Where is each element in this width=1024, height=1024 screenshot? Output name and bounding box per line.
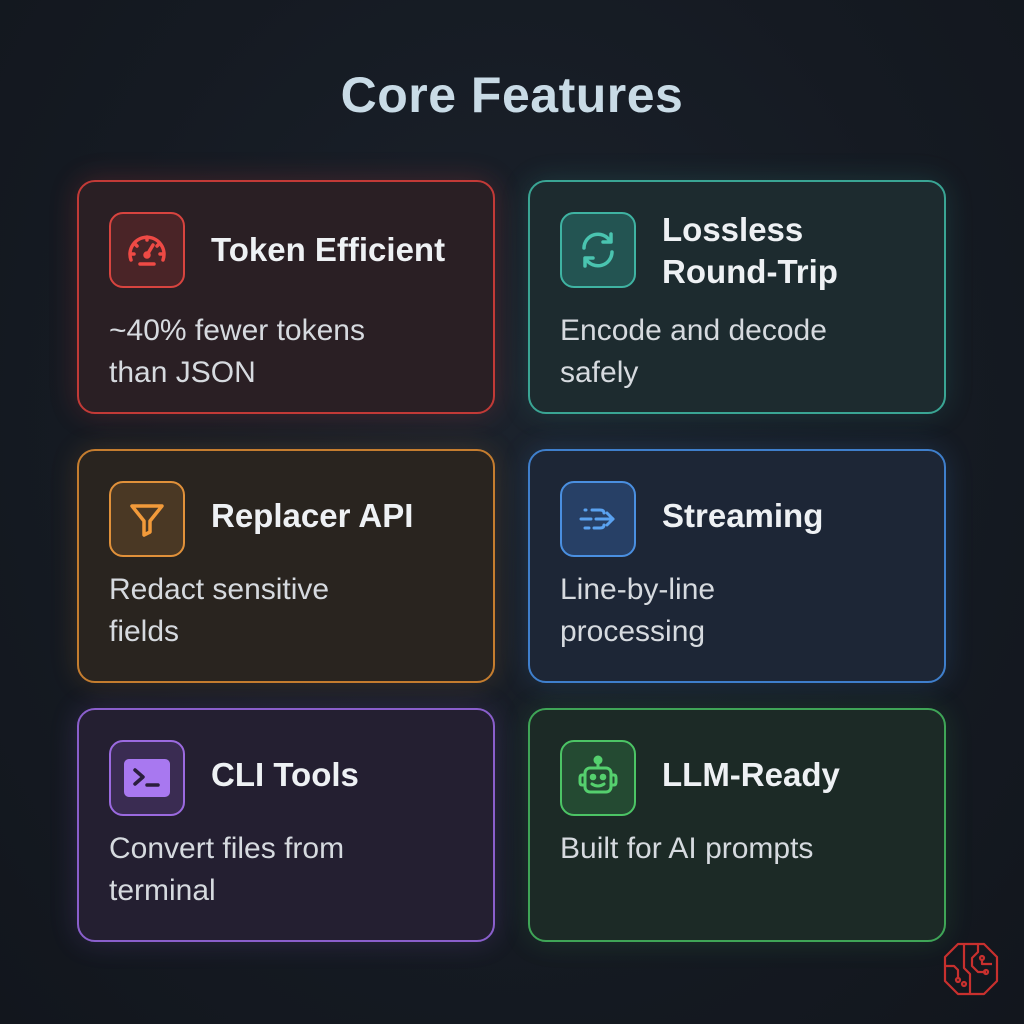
desc-line: Built for AI prompts <box>560 832 814 865</box>
title-line: Lossless <box>662 211 804 248</box>
feature-card-llm-ready: LLM-Ready Built for AI prompts <box>528 708 946 942</box>
feature-card-replacer-api: Replacer API Redact sensitive fields <box>77 449 495 683</box>
desc-line: Encode and decode <box>560 314 827 347</box>
card-title: Token Efficient <box>211 231 446 268</box>
card-title: LLM-Ready <box>662 756 840 793</box>
feature-card-streaming: Streaming Line-by-line processing <box>528 449 946 683</box>
desc-line: processing <box>560 615 706 648</box>
circuit-brain-logo-icon <box>940 938 1002 1000</box>
card-description: Line-by-line processing <box>560 569 930 653</box>
page-title: Core Features <box>340 67 684 123</box>
card-title: CLI Tools <box>211 756 359 793</box>
card-title: Replacer API <box>211 497 414 534</box>
feature-card-cli-tools: CLI Tools Convert files from terminal <box>77 708 495 942</box>
refresh-icon <box>560 212 636 288</box>
title-line: Round-Trip <box>662 253 838 290</box>
feature-card-lossless-round-trip: Lossless Round-Trip Encode and decode sa… <box>528 180 946 414</box>
speedometer-icon <box>109 212 185 288</box>
robot-icon <box>560 740 636 816</box>
desc-line: than JSON <box>109 356 256 389</box>
desc-line: Redact sensitive <box>109 573 330 606</box>
desc-line: fields <box>109 615 180 648</box>
card-title: Lossless Round-Trip <box>662 209 838 293</box>
terminal-icon <box>109 740 185 816</box>
desc-line: Convert files from <box>109 832 345 865</box>
stream-arrow-icon <box>560 481 636 557</box>
card-description: Built for AI prompts <box>560 828 930 870</box>
desc-line: safely <box>560 356 639 389</box>
desc-line: ~40% fewer tokens <box>109 314 365 347</box>
desc-line: Line-by-line <box>560 573 716 606</box>
card-description: Encode and decode safely <box>560 310 930 394</box>
filter-icon <box>109 481 185 557</box>
desc-line: terminal <box>109 874 216 907</box>
card-description: ~40% fewer tokens than JSON <box>109 310 479 394</box>
card-description: Redact sensitive fields <box>109 569 479 653</box>
feature-card-token-efficient: Token Efficient ~40% fewer tokens than J… <box>77 180 495 414</box>
card-title: Streaming <box>662 497 824 534</box>
card-description: Convert files from terminal <box>109 828 479 912</box>
